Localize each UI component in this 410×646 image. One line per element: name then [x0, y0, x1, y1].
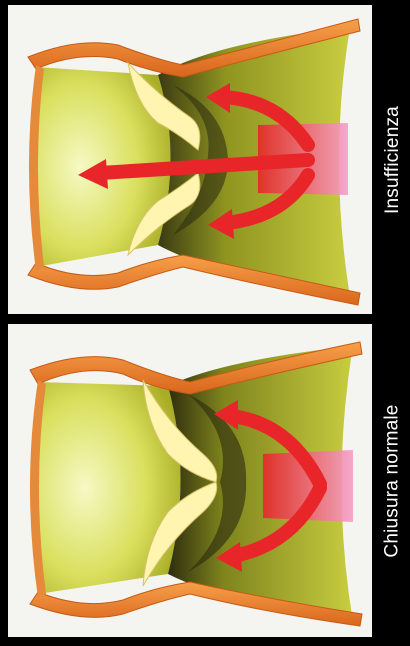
valve-normal-closure-illustration [8, 324, 372, 637]
panel-normal-closure [8, 324, 372, 637]
label-insufficiency: Insufficienza [382, 106, 404, 214]
panel-insufficiency [8, 5, 372, 314]
label-column-bottom: Chiusura normale [376, 324, 410, 637]
label-column-top: Insufficienza [376, 5, 410, 314]
valve-insufficiency-illustration [8, 5, 372, 314]
label-normal-closure: Chiusura normale [382, 404, 404, 557]
